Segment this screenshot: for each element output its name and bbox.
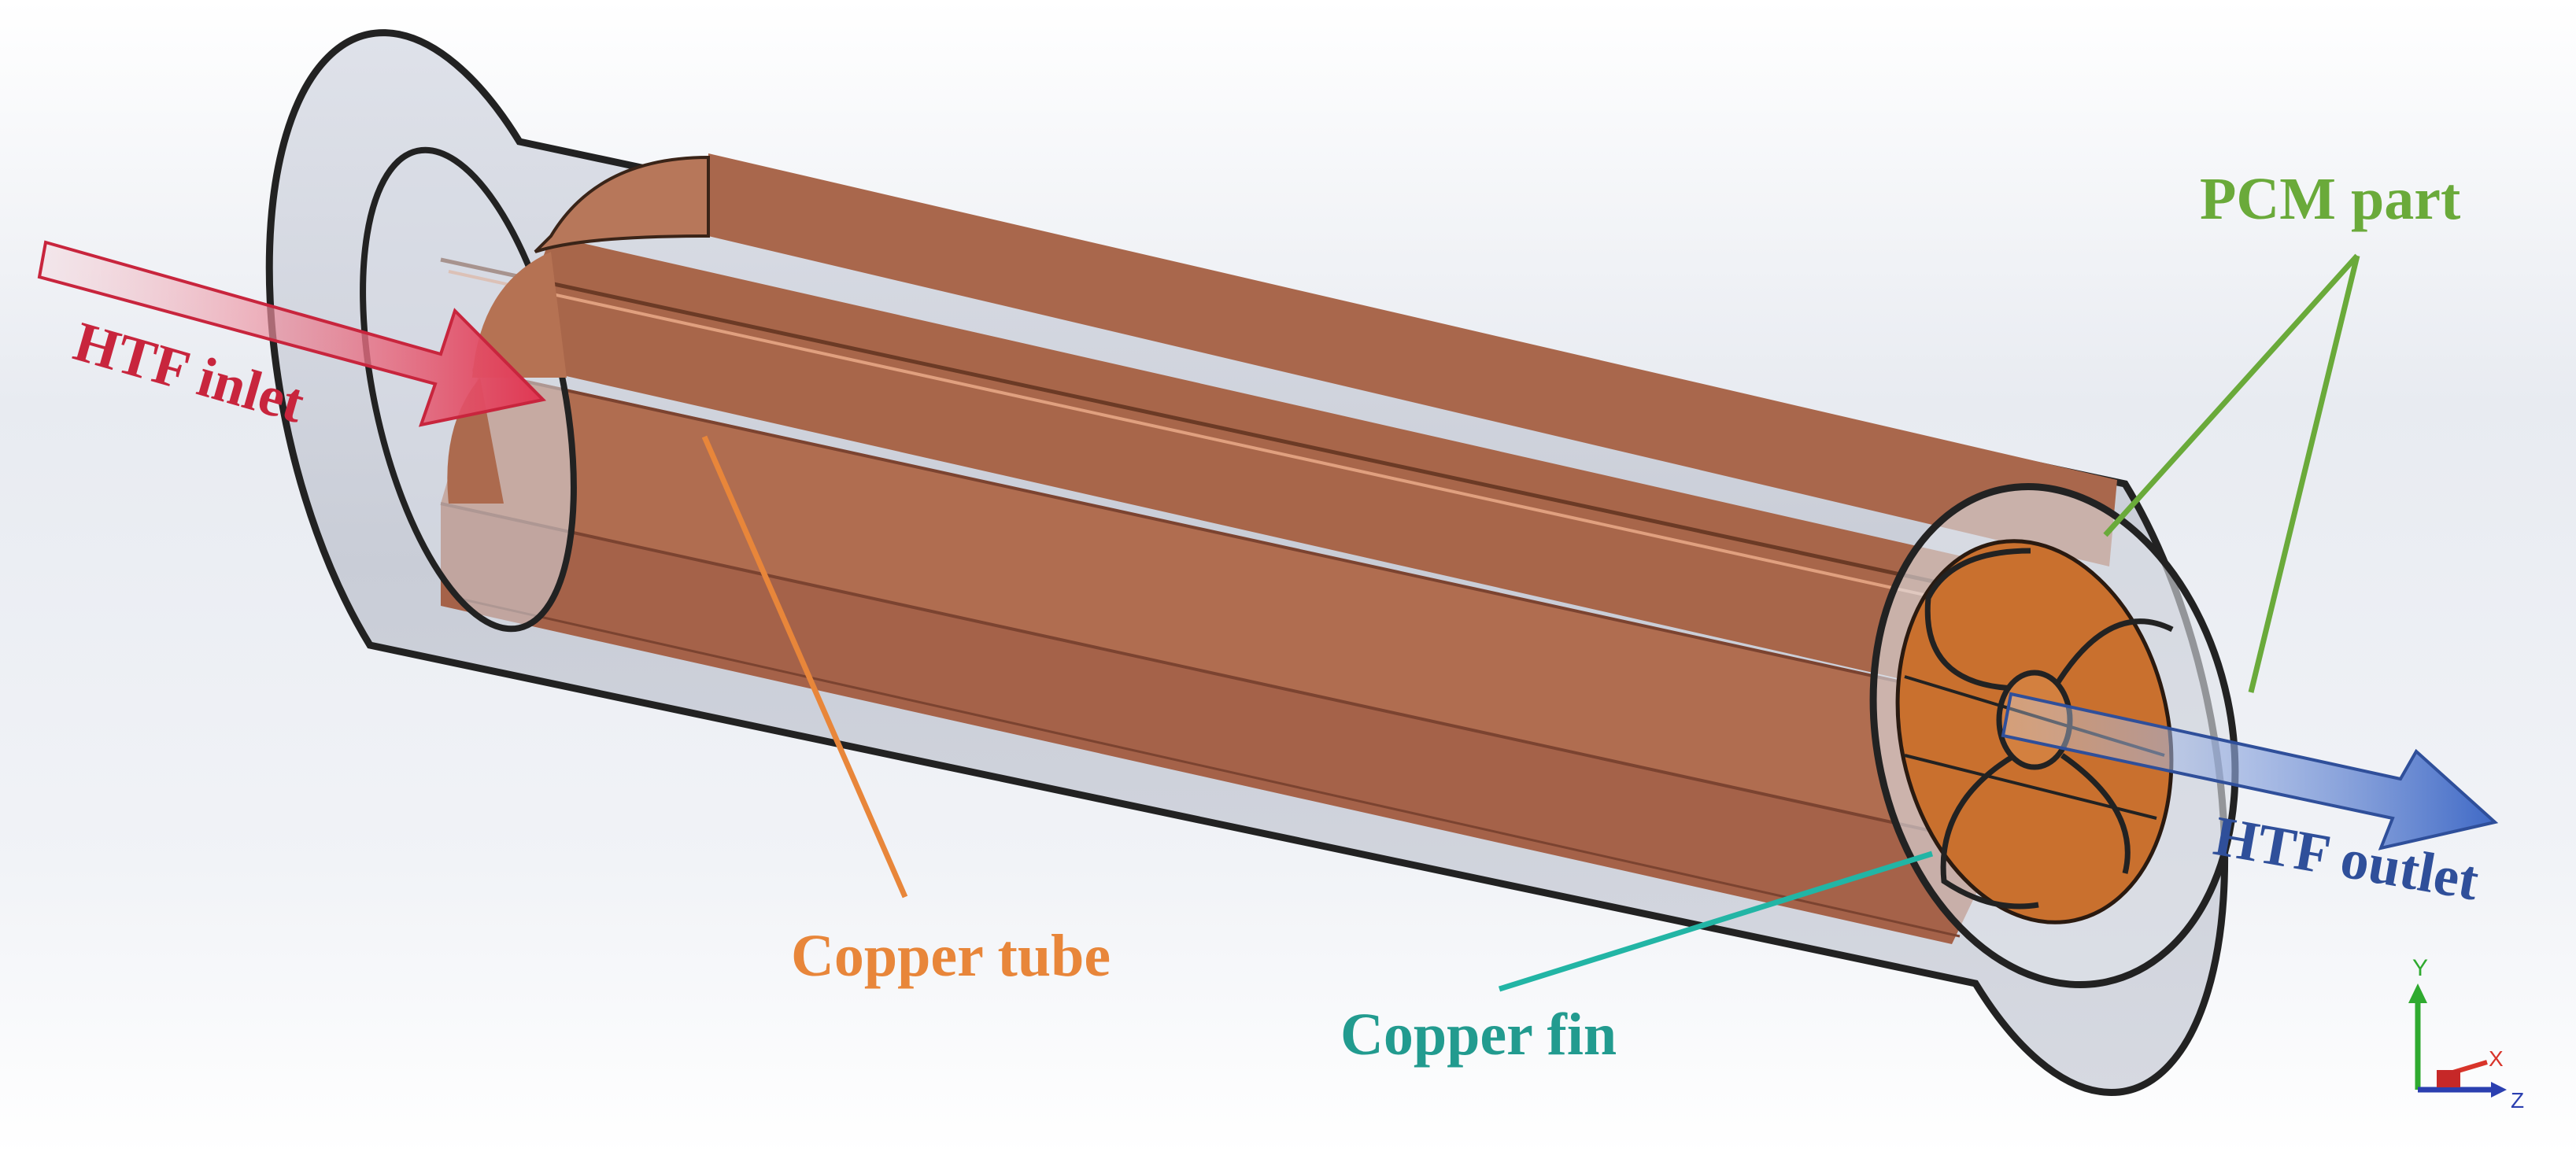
copper-fin-leader <box>1498 851 1934 992</box>
pcm-part-leader-upper <box>2103 253 2360 537</box>
copper-fin-label: Copper fin <box>1340 1002 1617 1068</box>
axis-z-label: Z <box>2511 1088 2524 1113</box>
htf-outlet-arrow <box>2001 692 2499 851</box>
copper-tube-label: Copper tube <box>791 923 1111 989</box>
axis-x-label: X <box>2489 1046 2504 1071</box>
htf-inlet-arrow <box>37 240 547 427</box>
axis-y-label: Y <box>2412 955 2428 981</box>
copper-tube-leader <box>701 435 908 899</box>
copper-tubes <box>440 153 2117 944</box>
pcm-part-label: PCM part <box>2200 166 2460 232</box>
axis-triad: Y X Z <box>2408 955 2524 1113</box>
pcm-part-leader-lower <box>2248 255 2360 693</box>
